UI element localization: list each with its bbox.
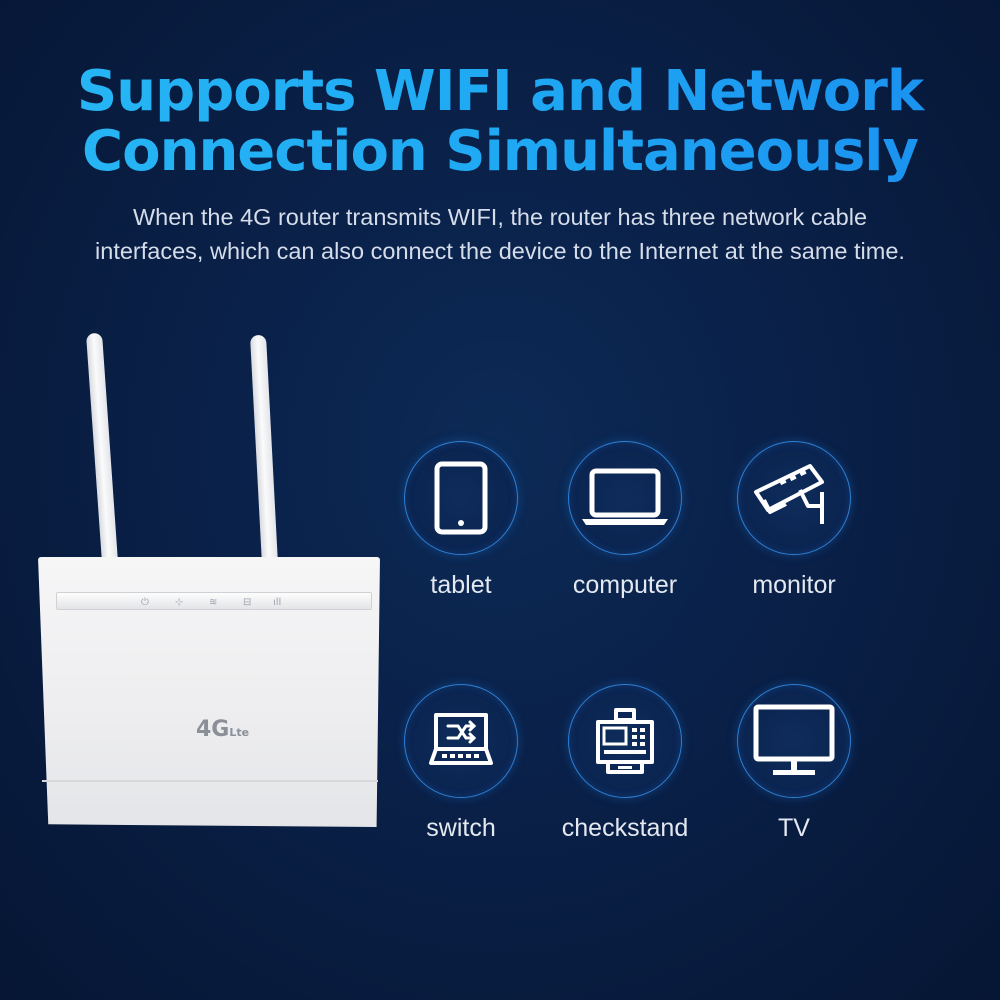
subtitle: When the 4G router transmits WIFI, the r… xyxy=(20,200,980,268)
router-logo-main: 4G xyxy=(196,717,230,742)
device-circle xyxy=(404,684,518,798)
device-computer: computer xyxy=(550,441,700,600)
device-label: computer xyxy=(572,571,678,599)
router-base-line xyxy=(42,780,378,782)
network-icon: ⊹ xyxy=(175,597,184,608)
router-logo: 4GLte xyxy=(196,717,249,742)
device-label: tablet xyxy=(430,571,492,599)
device-label: checkstand xyxy=(561,814,689,842)
router-led-strip: ⏻ ⊹ ≋ ⊟ ıll xyxy=(56,592,372,610)
router-logo-sub: Lte xyxy=(229,726,250,739)
device-circle xyxy=(737,441,851,555)
device-label: TV xyxy=(778,814,810,842)
device-label: monitor xyxy=(752,571,836,599)
tv-icon xyxy=(753,704,835,775)
lan-icon: ⊟ xyxy=(243,597,252,608)
signal-icon: ıll xyxy=(273,597,282,608)
router-antenna-left xyxy=(85,332,119,564)
power-icon: ⏻ xyxy=(141,597,149,608)
cctv-camera-icon xyxy=(754,464,824,524)
network-switch-icon xyxy=(429,713,493,765)
headline: Supports WIFI and Network Connection Sim… xyxy=(0,62,1000,182)
router-antenna-right xyxy=(249,334,279,566)
device-checkstand: checkstand xyxy=(550,684,700,843)
device-label: switch xyxy=(426,814,496,842)
headline-line-1: Supports WIFI and Network xyxy=(0,62,1000,122)
cash-register-icon xyxy=(596,708,654,774)
device-switch: switch xyxy=(386,684,536,843)
subtitle-line-1: When the 4G router transmits WIFI, the r… xyxy=(132,204,868,230)
device-monitor: monitor xyxy=(719,441,869,600)
subtitle-line-2: interfaces, which can also connect the d… xyxy=(95,238,905,264)
headline-line-2: Connection Simultaneously xyxy=(0,122,1000,182)
device-tv: TV xyxy=(719,684,869,843)
laptop-icon xyxy=(582,468,668,525)
device-tablet: tablet xyxy=(386,441,536,600)
router-image: ⏻ ⊹ ≋ ⊟ ıll 4GLte xyxy=(30,325,390,835)
device-circle xyxy=(568,684,682,798)
device-circle xyxy=(568,441,682,555)
tablet-icon xyxy=(434,461,488,535)
device-circle xyxy=(404,441,518,555)
device-circle xyxy=(737,684,851,798)
wifi-icon: ≋ xyxy=(209,597,218,608)
